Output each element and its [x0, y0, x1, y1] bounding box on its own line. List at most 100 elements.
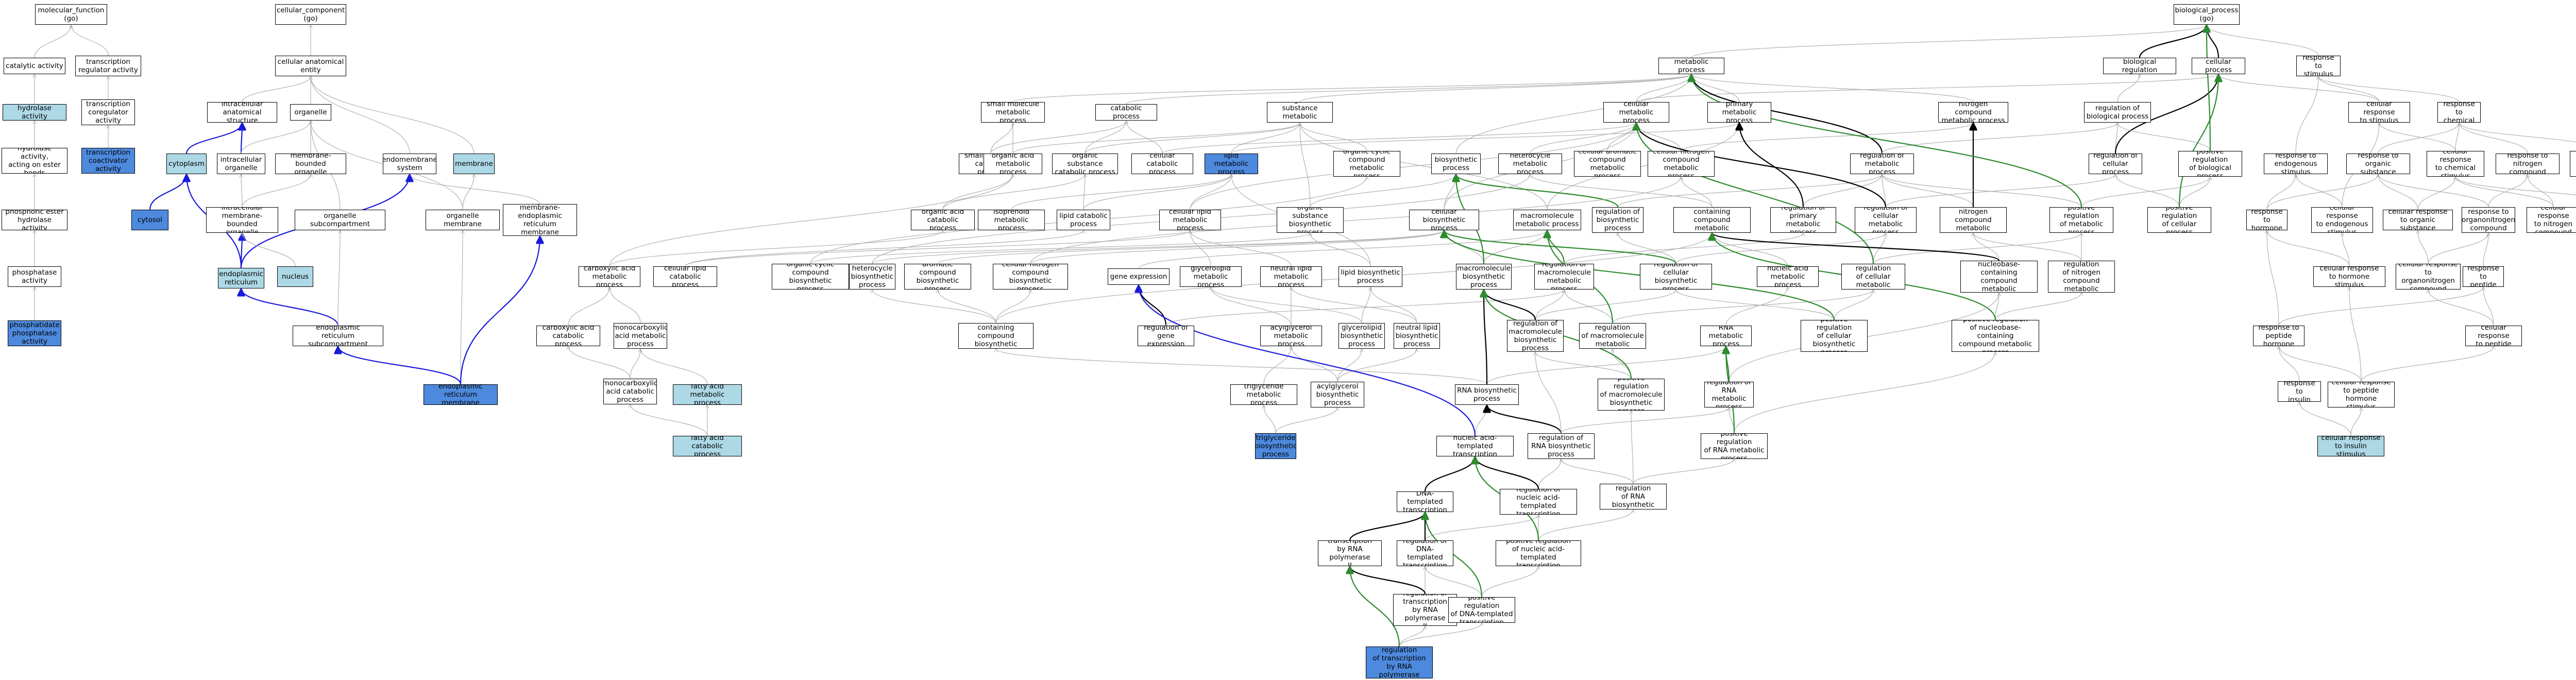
- go-term-phos: phosphatase activity: [8, 266, 61, 287]
- edge-prbp-to-rbp: [2117, 122, 2211, 151]
- go-term-metp: metabolic process: [1658, 58, 1724, 74]
- go-term-crnc: cellular response to nitrogen compound: [2527, 207, 2576, 233]
- edge-rnc-to-rchem: [2459, 122, 2528, 154]
- go-term-mbo: membrane-bounded organelle: [275, 154, 346, 174]
- edge-rmbp-to-rmmp: [1535, 289, 1564, 320]
- edge-prbp-to-bp: [2207, 25, 2211, 151]
- edge-cam-to-oam: [609, 174, 1013, 267]
- edge-prtrp-to-rtrp: [1399, 625, 1425, 647]
- edge-rnatt-to-rrnab: [1538, 459, 1561, 489]
- edge-tgb-to-tgm: [1264, 405, 1276, 434]
- go-term-ocb: organic cyclic compound biosynthetic pro…: [772, 264, 849, 290]
- edge-prcmp-to-prmp: [1873, 232, 2081, 264]
- go-term-rge: regulation of gene expression: [1138, 326, 1194, 346]
- go-term-prbp: positive regulation of biological proces…: [2178, 151, 2242, 177]
- edge-cat-to-mf: [34, 24, 71, 58]
- edge-mmp-to-osm: [1300, 123, 1548, 210]
- go-term-rorgn: response to organonitrogen compound: [2462, 207, 2515, 233]
- go-term-prdtt: positive regulation of DNA-templated tra…: [1448, 597, 1515, 623]
- go-term-imbo: intracellular membrane-bounded organelle: [206, 207, 278, 233]
- go-term-prmmp: positive regulation of macromolecule met…: [1579, 323, 1646, 349]
- go-term-rins: response to insulin: [2278, 381, 2321, 402]
- go-term-mbios: macromolecule biosynthetic process: [1456, 264, 1512, 290]
- edge-iorg-to-org: [241, 120, 311, 154]
- go-term-mem: membrane: [453, 154, 495, 174]
- go-term-rnatt: regulation of nucleic acid-templated tra…: [1500, 489, 1577, 515]
- edge-rnab-to-mbios: [1484, 290, 1487, 385]
- edge-rmmp-to-rpmp: [1564, 232, 1803, 264]
- edge-prrnab-to-prmbp: [1631, 411, 1634, 484]
- edge-prmmp-to-rmmp: [1564, 289, 1613, 324]
- edge-rbp-to-breg: [2117, 74, 2140, 103]
- go-term-breg: biological regulation: [2103, 58, 2176, 74]
- go-term-crhorm: cellular response to hormone stimulus: [2313, 266, 2385, 287]
- edge-smc-to-smm: [990, 123, 1013, 154]
- edge-erm-to-nome: [460, 236, 540, 385]
- go-term-crpep: cellular response to peptide: [2465, 326, 2522, 346]
- edge-prcmp-to-cmet: [1636, 123, 1874, 264]
- edge-glm-to-clmp: [1190, 230, 1211, 267]
- edge-oam-to-osm: [1012, 122, 1300, 154]
- edge-natt-to-gexp: [1139, 285, 1476, 436]
- edge-glb-to-glm: [1211, 286, 1362, 324]
- edge-rhorm-to-rendo: [2266, 174, 2296, 210]
- go-term-pipp: phosphatidate phosphatase activity: [8, 320, 61, 346]
- edge-clmp-to-lmp: [1190, 174, 1231, 210]
- edge-crocc-to-crchem: [2455, 176, 2576, 195]
- edge-rnab-to-nccb: [996, 348, 1487, 385]
- go-term-crchem: cellular response to chemical stimulus: [2427, 151, 2484, 177]
- go-term-rmmp: regulation of macromolecule metabolic pr…: [1534, 264, 1594, 290]
- edge-prncm-to-rncmp: [1973, 232, 2082, 261]
- edge-prcp-to-prbp: [2179, 176, 2210, 208]
- edge-rpmp-to-rmp: [1803, 174, 1882, 208]
- edge-agb-to-agm: [1291, 346, 1338, 382]
- go-term-isop: isoprenoid metabolic process: [978, 210, 1045, 230]
- edge-ias-to-cae: [242, 76, 311, 103]
- edge-hcm-to-cmet: [1530, 122, 1636, 154]
- edge-treg-to-mf: [71, 24, 109, 56]
- go-term-cacat: carboxylic acid catabolic process: [536, 326, 600, 346]
- edge-cncm-to-ncm: [1681, 122, 1973, 151]
- edge-clmp-to-cmet: [1190, 123, 1636, 210]
- go-term-cncm: cellular nitrogen compound metabolic pro…: [1648, 151, 1715, 177]
- go-term-smm: small molecule metabolic process: [981, 102, 1045, 123]
- edge-hcb-to-cbp: [872, 230, 1444, 264]
- go-term-glm: glycerolipid metabolic process: [1180, 266, 1242, 287]
- go-term-trp: transcription by RNA polymerase II: [1318, 540, 1382, 566]
- edge-mmp-to-pmet: [1547, 123, 1739, 210]
- edge-agm-to-glm: [1211, 286, 1292, 326]
- edge-rchem-to-rstim: [2318, 76, 2460, 103]
- edge-mcac-to-mcam: [630, 349, 640, 379]
- edge-croc-to-cros: [2418, 230, 2429, 264]
- edge-mem-to-cae: [311, 76, 474, 154]
- go-term-rcmp: regulation of cellular metabolic process: [1855, 207, 1917, 233]
- edge-isop-to-lmp: [1011, 174, 1231, 210]
- go-term-prcbp: positive regulation of cellular biosynth…: [1801, 320, 1868, 352]
- go-term-rmbp: regulation of macromolecule biosynthetic…: [1507, 320, 1564, 352]
- go-term-tgb: triglyceride biosynthetic process: [1255, 433, 1296, 459]
- edge-endo-to-cae: [311, 76, 410, 154]
- edge-rmp-to-metp: [1691, 74, 1883, 154]
- edge-prrnamp-to-prncc: [1734, 352, 1995, 434]
- go-term-ias: intracellular anatomical structure: [207, 102, 277, 123]
- edge-prcp-to-rcp: [2115, 174, 2180, 208]
- edge-rncc-to-rncmp: [1973, 232, 1999, 261]
- edge-lmp-to-pmet: [1231, 122, 1739, 154]
- edge-imbo-to-iorg: [241, 174, 242, 208]
- edge-osm-to-metp: [1299, 74, 1691, 103]
- edge-prtrp-to-prdtt: [1399, 622, 1482, 647]
- go-term-mf: molecular_function (go): [35, 4, 107, 25]
- go-term-rnamp: RNA metabolic process: [1700, 326, 1752, 346]
- edge-cros-to-ros: [2378, 174, 2418, 210]
- edge-rncmp-to-rmp: [1882, 174, 1974, 208]
- edge-prcbp-to-rcbp: [1676, 289, 1835, 320]
- go-term-nuc: nucleus: [277, 266, 313, 287]
- edge-osc-to-catp: [1084, 120, 1126, 154]
- edge-prmp-to-prbp: [2081, 176, 2210, 208]
- go-term-osm: organic substance metabolic process: [1267, 102, 1333, 123]
- edge-rdtt-to-rnatt: [1425, 514, 1538, 541]
- edge-prcp-to-cproc: [2178, 74, 2218, 208]
- go-term-rrnamp: regulation of RNA metabolic process: [1704, 382, 1754, 407]
- go-term-tcoact: transcription coactivator activity: [81, 148, 135, 174]
- edge-famp-to-mcam: [640, 348, 708, 385]
